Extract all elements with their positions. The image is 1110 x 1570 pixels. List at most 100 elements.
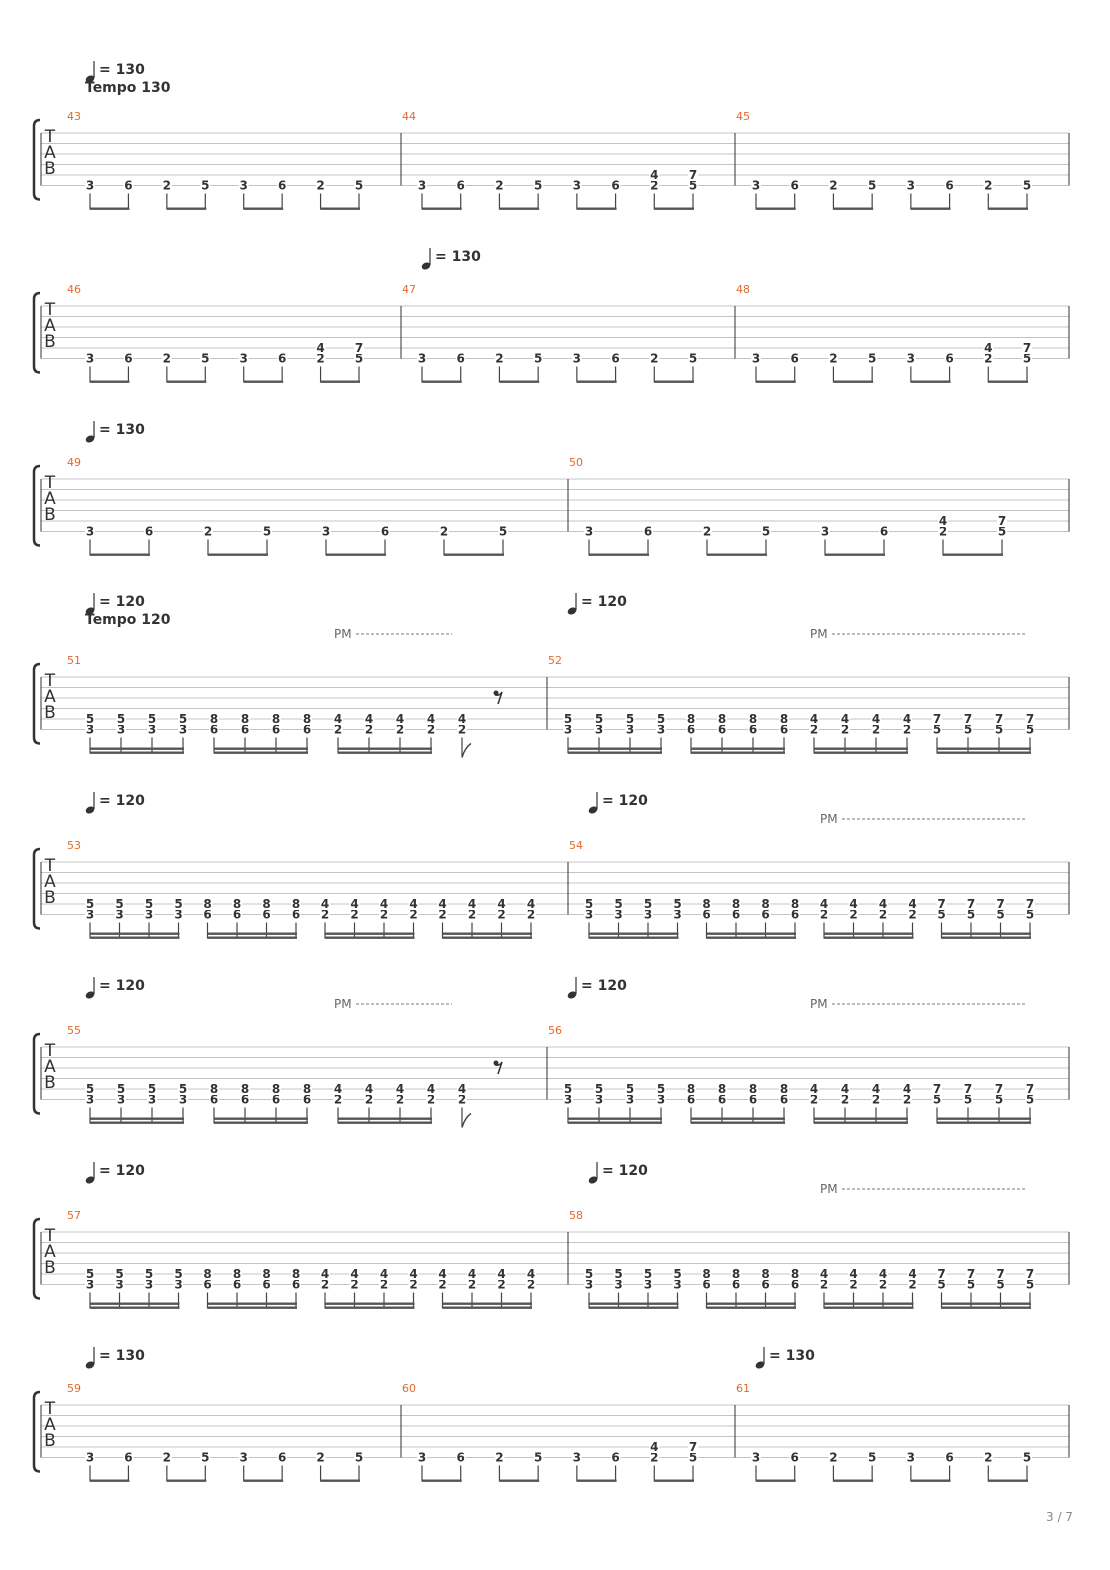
fret-backdrop	[994, 1084, 1004, 1095]
beam	[988, 207, 1028, 210]
beam	[214, 747, 308, 750]
fret-backdrop	[161, 353, 172, 365]
fret-backdrop	[563, 1094, 573, 1106]
fret-backdrop	[613, 909, 624, 921]
measure: 56= 120PM3535353568686868242424245757575…	[548, 977, 1035, 1124]
fret-backdrop	[349, 909, 360, 921]
fret-number: 4	[841, 1082, 849, 1096]
fret-number: 3	[174, 1278, 182, 1292]
beat: 24	[333, 712, 343, 754]
fret-number: 5	[585, 897, 593, 911]
fret-backdrop	[173, 899, 184, 910]
beat: 24	[408, 897, 419, 939]
fret-backdrop	[354, 180, 364, 192]
beat: 57	[688, 168, 698, 210]
beam	[941, 1302, 1031, 1305]
fret-backdrop	[467, 1269, 477, 1280]
beat: 24	[907, 1267, 918, 1309]
fret-backdrop	[625, 724, 635, 736]
fret-backdrop	[902, 724, 912, 736]
fret-number: 2	[468, 908, 476, 922]
fret-number: 7	[996, 1267, 1004, 1281]
beam	[988, 1479, 1028, 1482]
fret-backdrop	[232, 909, 242, 921]
fret-backdrop	[790, 1269, 800, 1280]
beam	[214, 751, 308, 754]
fret-number: 2	[334, 723, 342, 737]
beat: 57	[1025, 1267, 1035, 1309]
beat: 35	[643, 897, 653, 939]
fret-backdrop	[584, 899, 594, 910]
beam	[691, 747, 785, 750]
fret-number: 4	[879, 897, 887, 911]
fret-number: 5	[657, 712, 665, 726]
fret-backdrop	[1025, 1279, 1035, 1291]
beat: 24	[809, 1082, 819, 1124]
fret-number: 7	[937, 897, 945, 911]
fret-number: 2	[316, 1451, 324, 1465]
fret-backdrop	[848, 1269, 859, 1280]
fret-number: 4	[350, 897, 358, 911]
fret-backdrop	[819, 1279, 829, 1291]
fret-backdrop	[994, 724, 1004, 736]
measure-number: 59	[67, 1382, 81, 1395]
beat: 6	[944, 1451, 955, 1482]
fret-number: 4	[497, 897, 505, 911]
tempo-value: = 120	[99, 793, 145, 809]
beam	[937, 1117, 1031, 1120]
fret-backdrop	[995, 899, 1006, 910]
fret-number: 3	[418, 352, 426, 366]
fret-number: 4	[820, 1267, 828, 1281]
fret-number: 6	[780, 1093, 788, 1107]
fret-backdrop	[320, 909, 330, 921]
beat: 3	[820, 525, 830, 556]
fret-number: 2	[380, 908, 388, 922]
fret-backdrop	[200, 353, 211, 365]
beat: 24	[819, 897, 829, 939]
beam	[442, 936, 532, 939]
beat: 5	[761, 525, 771, 556]
fret-backdrop	[563, 714, 573, 725]
fret-number: 4	[841, 712, 849, 726]
fret-number: 6	[124, 179, 132, 193]
fret-backdrop	[85, 526, 95, 538]
fret-number: 4	[879, 1267, 887, 1281]
fret-number: 2	[495, 1451, 503, 1465]
fret-backdrop	[277, 353, 288, 365]
fret-backdrop	[688, 1442, 698, 1453]
fret-backdrop	[686, 1094, 696, 1106]
fret-backdrop	[455, 1452, 466, 1464]
fret-number: 5	[564, 712, 572, 726]
fret-number: 5	[689, 352, 697, 366]
fret-backdrop	[457, 724, 467, 736]
beam	[442, 1302, 532, 1305]
fret-number: 7	[998, 514, 1006, 528]
fret-backdrop	[116, 714, 126, 725]
fret-backdrop	[688, 180, 698, 192]
fret-number: 2	[163, 352, 171, 366]
fret-backdrop	[261, 909, 272, 921]
beam	[325, 932, 415, 935]
fret-backdrop	[85, 353, 95, 365]
tempo-marking: = 120	[588, 792, 648, 814]
tab-clef-letter: B	[44, 888, 56, 908]
beam	[937, 747, 1031, 750]
fret-number: 3	[595, 723, 603, 737]
fret-number: 5	[174, 897, 182, 911]
fret-backdrop	[395, 1094, 405, 1106]
fret-backdrop	[426, 714, 436, 725]
beam	[338, 1117, 432, 1120]
measure-number: 44	[402, 110, 416, 123]
fret-backdrop	[408, 1279, 419, 1291]
fret-backdrop	[613, 1279, 624, 1291]
beam	[325, 1306, 415, 1309]
beat: 35	[173, 1267, 184, 1309]
beat: 24	[848, 897, 859, 939]
fret-backdrop	[315, 1452, 326, 1464]
fret-backdrop	[584, 1269, 594, 1280]
fret-backdrop	[625, 1094, 635, 1106]
fret-backdrop	[731, 899, 741, 910]
fret-number: 5	[644, 897, 652, 911]
fret-number: 8	[718, 1082, 726, 1096]
quarter-note-icon	[85, 607, 95, 615]
